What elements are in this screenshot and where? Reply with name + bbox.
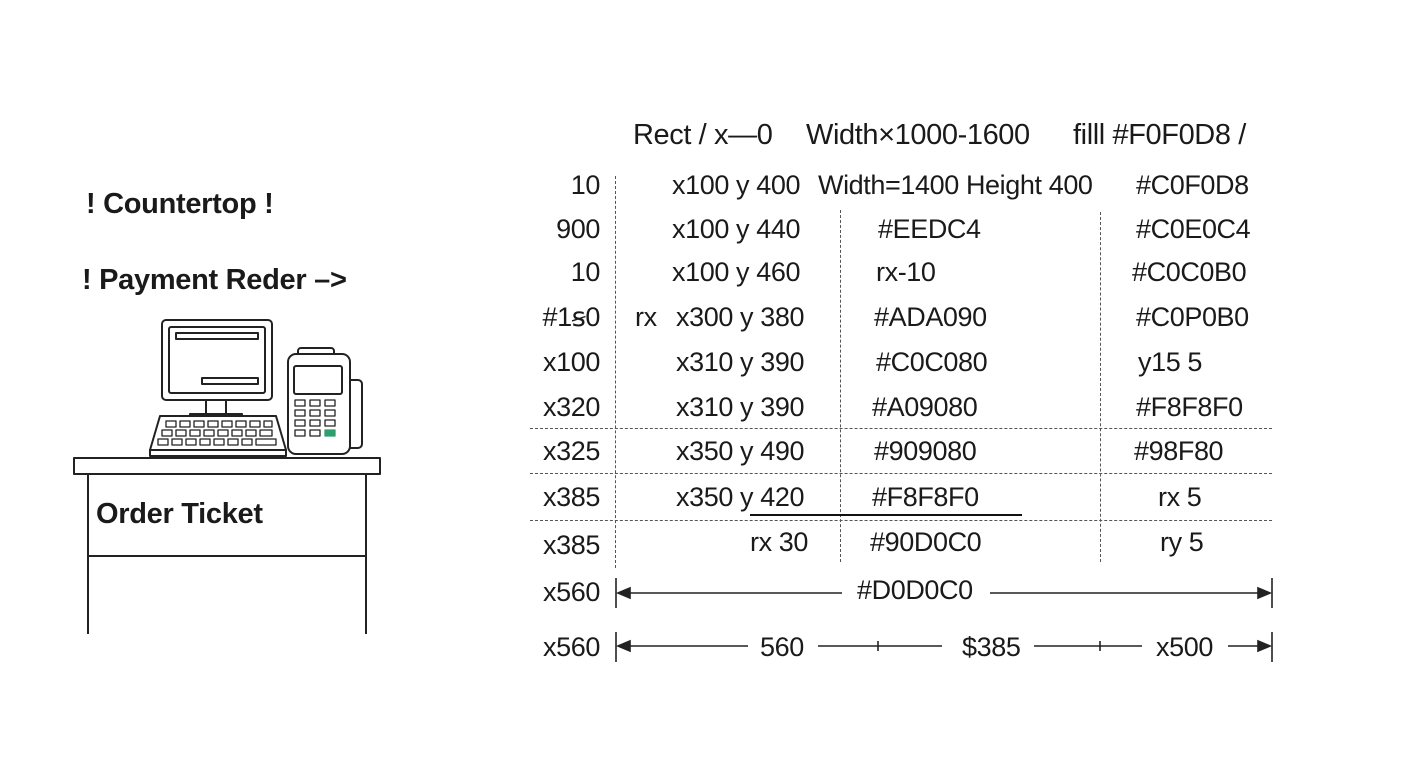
column-divider bbox=[840, 210, 841, 562]
dimension-segment: 560 bbox=[760, 632, 804, 662]
row-key: x325 bbox=[543, 436, 600, 466]
counter-icon bbox=[73, 457, 381, 634]
row-color: #98F80 bbox=[1134, 436, 1224, 466]
row-key: x385 bbox=[543, 530, 600, 560]
spec-header-fill: filll #F0F0D8 / bbox=[1073, 119, 1246, 151]
row-divider bbox=[530, 520, 1272, 521]
order-ticket-label: Order Ticket bbox=[96, 498, 263, 530]
row-rx: rx bbox=[635, 302, 657, 332]
row-attribute: rx-10 bbox=[876, 257, 936, 287]
underline-rule bbox=[750, 514, 1022, 516]
row-attribute: #90D0C0 bbox=[870, 527, 982, 557]
row-key: x385 bbox=[543, 482, 600, 512]
row-color: #C0F0D8 bbox=[1136, 170, 1249, 200]
spec-header-rect: Rect / x—0 bbox=[633, 119, 773, 151]
row-color: #F8F8F0 bbox=[1136, 392, 1243, 422]
card-reader-icon bbox=[287, 347, 363, 455]
row-key: 10 bbox=[570, 257, 601, 287]
row-key: x320 bbox=[543, 392, 600, 422]
column-divider bbox=[1100, 212, 1101, 562]
row-key: #1ꞩ0 bbox=[542, 302, 600, 332]
row-key: x100 bbox=[543, 347, 600, 377]
payment-reader-label: ! Payment Reder –> bbox=[82, 264, 347, 296]
dims-row-key: x560 bbox=[543, 632, 600, 662]
row-color: ry 5 bbox=[1160, 527, 1204, 557]
column-divider bbox=[615, 176, 616, 568]
row-position: x100 y 460 bbox=[672, 257, 801, 287]
keyboard-icon bbox=[149, 415, 287, 457]
monitor-icon bbox=[161, 319, 273, 421]
row-divider bbox=[530, 428, 1272, 429]
dimension-segment: $385 bbox=[962, 632, 1021, 662]
row-attribute: #ADA090 bbox=[874, 302, 987, 332]
row-position: x300 y 380 bbox=[676, 302, 805, 332]
row-position: rx 30 bbox=[750, 527, 809, 557]
countertop-label: ! Countertop ! bbox=[86, 188, 274, 220]
row-color: y15 5 bbox=[1138, 347, 1203, 377]
row-position: x350 y 490 bbox=[676, 436, 805, 466]
row-position: x310 y 390 bbox=[676, 392, 805, 422]
row-color: #C0P0B0 bbox=[1136, 302, 1249, 332]
spec-header-width: Width×1000-1600 bbox=[806, 119, 1030, 151]
row-attribute: #F8F8F0 bbox=[872, 482, 979, 512]
row-attribute: #909080 bbox=[874, 436, 977, 466]
span-row-key: x560 bbox=[543, 577, 600, 607]
row-color: #C0C0B0 bbox=[1132, 257, 1247, 287]
row-attribute: #C0C080 bbox=[876, 347, 988, 377]
row-color: rx 5 bbox=[1158, 482, 1202, 512]
row-color: #C0E0C4 bbox=[1136, 214, 1251, 244]
row-position: x100 y 440 bbox=[672, 214, 801, 244]
row-attribute: #A09080 bbox=[872, 392, 978, 422]
row-key: 10 bbox=[570, 170, 601, 200]
row-position: x310 y 390 bbox=[676, 347, 805, 377]
row-attribute: #EEDC4 bbox=[878, 214, 981, 244]
row-attribute: Width=1400 Height 400 bbox=[818, 170, 1093, 200]
row-key: 900 bbox=[556, 214, 600, 244]
dimension-segment: x500 bbox=[1156, 632, 1213, 662]
span-label: #D0D0C0 bbox=[857, 575, 973, 605]
row-position: x350 y 420 bbox=[676, 482, 805, 512]
row-divider bbox=[530, 473, 1272, 474]
row-position: x100 y 400 bbox=[672, 170, 801, 200]
